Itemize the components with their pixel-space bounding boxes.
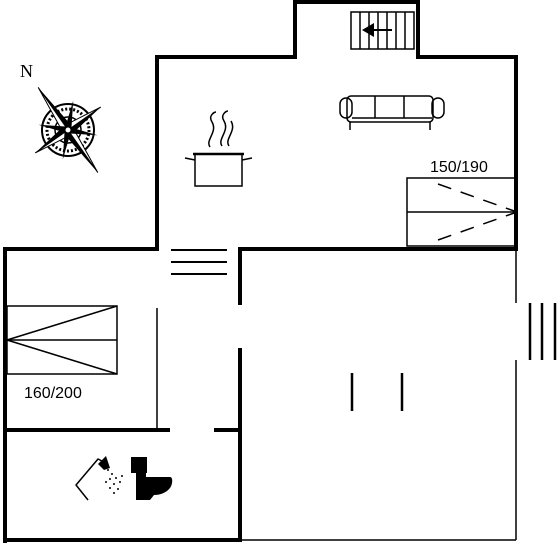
compass-rose: N bbox=[20, 61, 102, 173]
window-right bbox=[528, 303, 557, 360]
walls bbox=[3, 0, 518, 543]
room-marks bbox=[350, 373, 404, 411]
bed-label-160-200: 160/200 bbox=[24, 385, 82, 402]
entrance-stairs bbox=[350, 11, 415, 50]
bed-living-room: 150/190 bbox=[406, 159, 518, 247]
sofa-icon bbox=[339, 95, 445, 130]
compass-north-label: N bbox=[20, 61, 33, 81]
bed-label-150-190: 150/190 bbox=[430, 159, 488, 176]
toilet-icon bbox=[131, 457, 173, 500]
arrow-left-icon bbox=[362, 23, 374, 37]
shower-icon bbox=[75, 456, 123, 501]
cooking-pot-icon bbox=[184, 110, 253, 187]
inner-stairs bbox=[171, 249, 227, 275]
bed-bedroom: 160/200 bbox=[6, 305, 118, 402]
compass-icon bbox=[34, 87, 102, 173]
